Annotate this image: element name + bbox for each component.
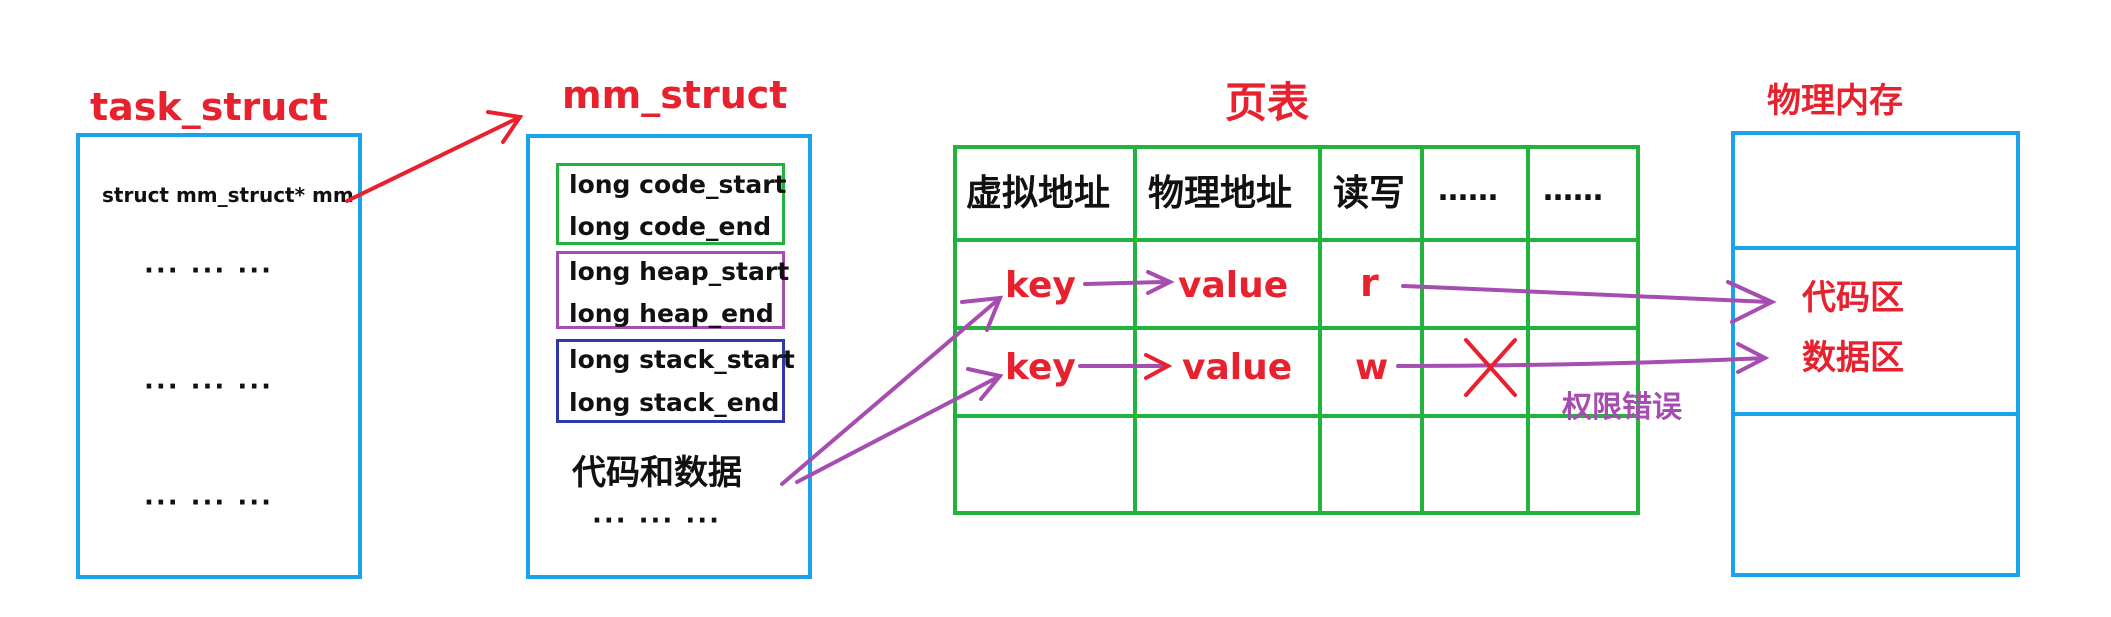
task-struct-dots-2: ··· ··· ··· [144,372,273,402]
page-table-row1-perm: r [1360,261,1379,305]
task-struct-mm-field: struct mm_struct* mm [102,183,354,207]
code-data-to-key-arrows [780,295,1004,486]
page-table-row2-key: key [1005,347,1076,388]
code-and-data-label: 代码和数据 [572,453,742,493]
mm-struct-dots: ··· ··· ··· [592,506,721,536]
permission-to-memory-arrows [1396,280,1777,374]
task-struct-title: task_struct [90,85,328,129]
data-area-label: 数据区 [1802,338,1904,378]
code-start-field: long code_start [569,170,787,199]
physical-memory-title: 物理内存 [1767,81,1903,121]
heap-start-field: long heap_start [569,257,790,286]
heap-segment-box [556,251,785,329]
code-end-field: long code_end [569,212,772,241]
task-struct-dots-1: ··· ··· ··· [144,256,273,286]
code-segment-box [556,163,785,245]
key-to-value-arrows [1078,270,1175,380]
mm-struct-title: mm_struct [562,73,788,117]
task-struct-box [76,133,362,579]
page-table-row2-value: value [1182,347,1293,388]
permission-denied-cross-icon [1464,338,1517,397]
stack-start-field: long stack_start [569,345,795,374]
page-table-header-physical-address: 物理地址 [1148,173,1293,214]
mm-pointer-arrow [345,110,524,203]
code-area-label: 代码区 [1802,278,1904,318]
page-table-row2-perm: w [1355,347,1389,388]
physical-memory-region-box [1731,246,2020,416]
page-table-row1-value: value [1178,265,1289,306]
permission-error-label: 权限错误 [1562,390,1682,425]
page-table-header-ellipsis-2: …… [1543,173,1603,208]
stack-end-field: long stack_end [569,388,780,417]
task-struct-dots-3: ··· ··· ··· [144,488,273,518]
page-table-row1-key: key [1005,265,1076,306]
page-table-header-virtual-address: 虚拟地址 [966,173,1111,214]
page-table-header-ellipsis-1: …… [1438,173,1498,208]
page-table-title: 页表 [1225,78,1310,127]
heap-end-field: long heap_end [569,299,774,328]
page-table-header-read-write: 读写 [1333,173,1406,214]
